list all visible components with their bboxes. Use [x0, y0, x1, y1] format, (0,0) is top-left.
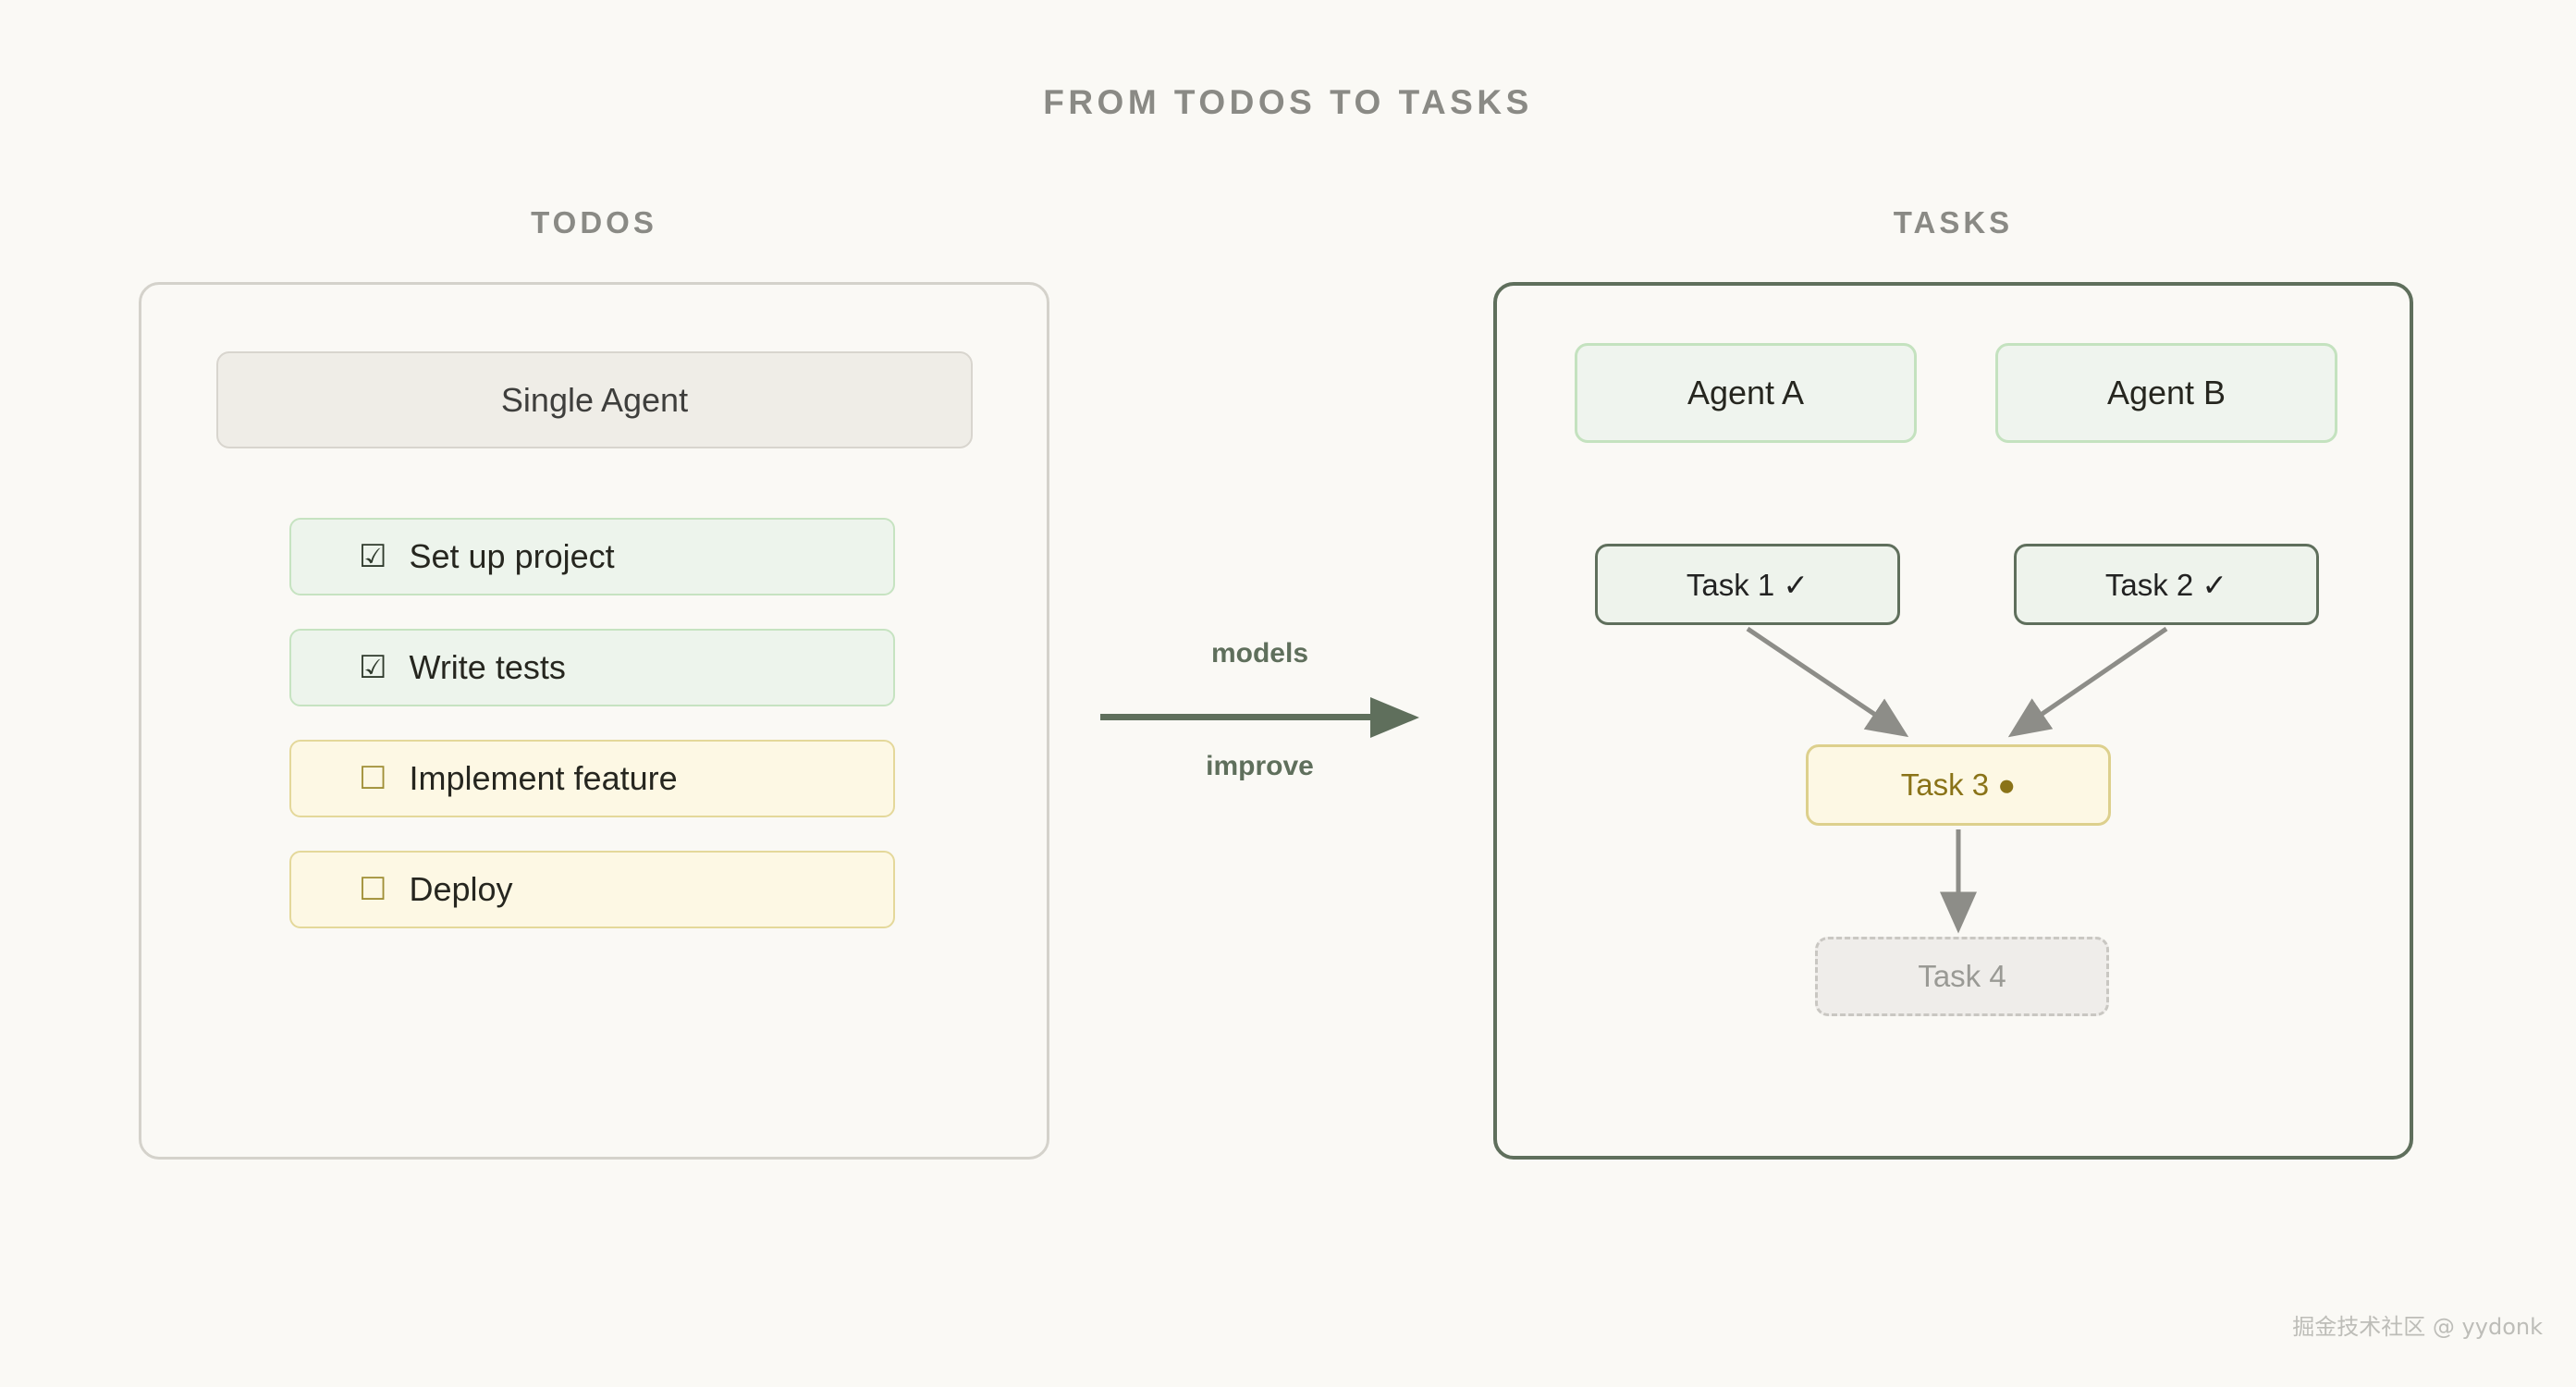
watermark: 掘金技术社区 @ yydonk: [2292, 1314, 2543, 1340]
page-title: FROM TODOS TO TASKS: [1043, 83, 1533, 121]
task-node-2[interactable]: Task 2 ✓: [2014, 544, 2319, 625]
todo-item[interactable]: ☑ Write tests: [289, 629, 895, 706]
agent-a-box[interactable]: Agent A: [1575, 343, 1917, 443]
agent-a-label: Agent A: [1687, 374, 1805, 411]
checkbox-empty-icon[interactable]: ☐: [359, 761, 387, 796]
todos-panel: [139, 282, 1049, 1160]
task-node-4[interactable]: Task 4: [1815, 937, 2109, 1016]
todo-item-label: Implement feature: [409, 759, 678, 797]
arrow-label-models: models: [1210, 638, 1309, 669]
transition-arrow-group: models improve: [1100, 638, 1419, 823]
task-node-4-label: Task 4: [1918, 959, 2006, 993]
arrow-shaft: [1100, 714, 1376, 720]
todo-item[interactable]: ☐ Implement feature: [289, 740, 895, 817]
task-node-3[interactable]: Task 3 ●: [1806, 744, 2111, 826]
todo-item[interactable]: ☑ Set up project: [289, 518, 895, 595]
task-node-2-label: Task 2 ✓: [2104, 567, 2228, 602]
task-node-3-label: Task 3 ●: [1900, 767, 2017, 802]
single-agent-label: Single Agent: [500, 380, 689, 419]
agent-b-box[interactable]: Agent B: [1995, 343, 2337, 443]
tasks-column-heading: TASKS: [1893, 205, 2014, 239]
single-agent-box[interactable]: Single Agent: [216, 351, 973, 448]
checkbox-empty-icon[interactable]: ☐: [359, 872, 387, 907]
todo-item-label: Write tests: [409, 648, 566, 686]
todo-item-label: Deploy: [409, 870, 513, 908]
todo-item-label: Set up project: [409, 537, 615, 575]
todos-column-heading: TODOS: [531, 205, 657, 239]
agent-b-label: Agent B: [2106, 374, 2226, 411]
task-node-1[interactable]: Task 1 ✓: [1595, 544, 1900, 625]
arrow-right-icon: [1370, 697, 1419, 738]
task-node-1-label: Task 1 ✓: [1686, 567, 1809, 602]
todo-item[interactable]: ☐ Deploy: [289, 851, 895, 928]
checkbox-checked-icon[interactable]: ☑: [359, 539, 387, 574]
checkbox-checked-icon[interactable]: ☑: [359, 650, 387, 685]
arrow-label-improve: improve: [1206, 751, 1314, 781]
tasks-panel: [1493, 282, 2413, 1160]
